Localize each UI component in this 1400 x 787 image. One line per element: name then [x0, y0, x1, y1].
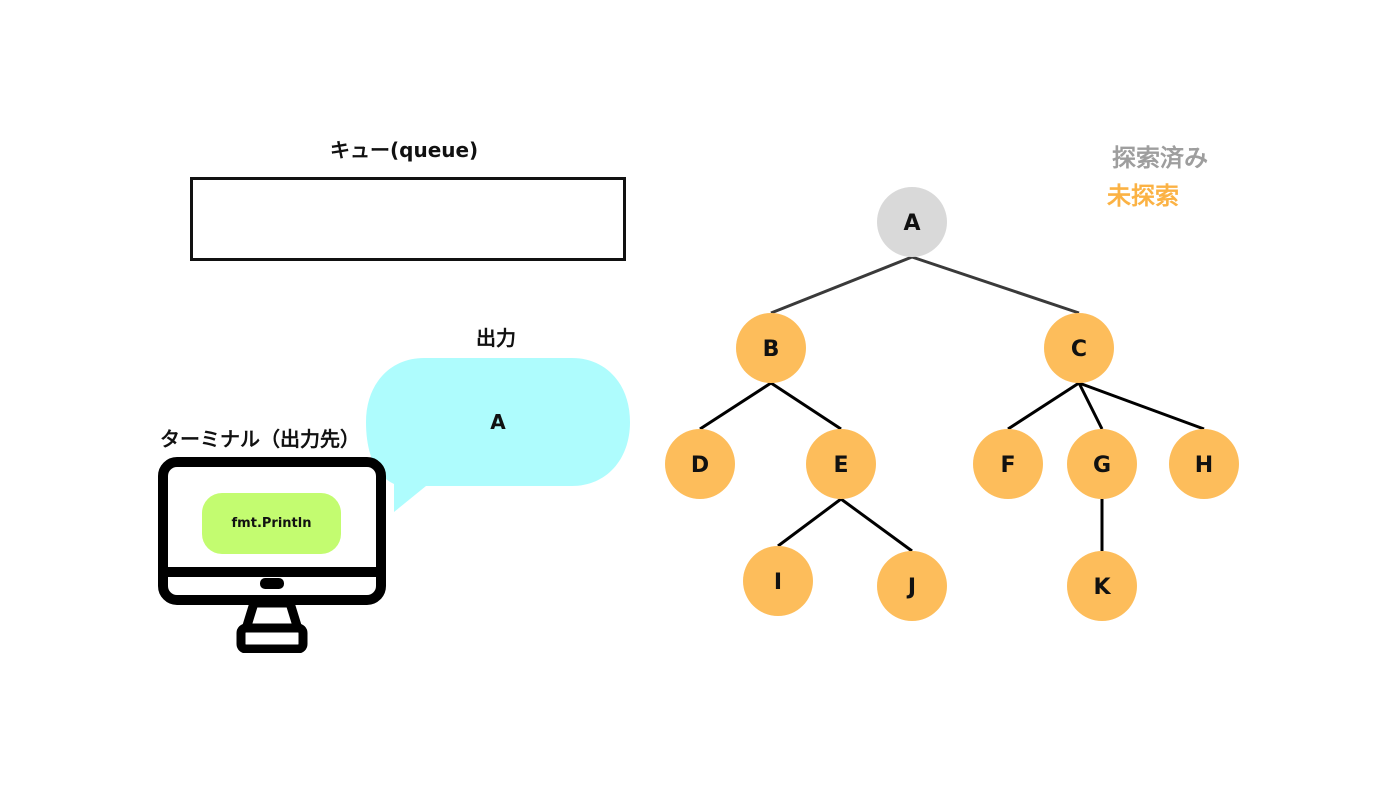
edge-B-E [770, 381, 842, 431]
tree-node-D: D [665, 429, 735, 499]
node-circle [806, 429, 876, 499]
node-circle [665, 429, 735, 499]
tree-node-C: C [1044, 313, 1114, 383]
node-label: J [906, 575, 916, 600]
edge-A-C [911, 255, 1080, 315]
output-value: A [490, 410, 506, 434]
node-label: I [774, 570, 782, 595]
tree-node-F: F [973, 429, 1043, 499]
tree-node-G: G [1067, 429, 1137, 499]
tree-node-I: I [743, 546, 813, 616]
node-circle [743, 546, 813, 616]
function-label: fmt.Println [202, 493, 341, 554]
speech-bubble [366, 358, 630, 512]
node-circle [973, 429, 1043, 499]
edge-A-B [770, 255, 913, 315]
edge-C-H [1078, 381, 1205, 431]
node-circle [1067, 551, 1137, 621]
tree-node-K: K [1067, 551, 1137, 621]
node-label: H [1195, 453, 1213, 478]
node-label: B [763, 337, 780, 362]
queue-title: キュー(queue) [330, 138, 479, 162]
node-label: C [1071, 337, 1087, 362]
edge-E-J [840, 497, 913, 553]
edge-C-F [1007, 381, 1080, 431]
node-circle [1067, 429, 1137, 499]
node-circle [877, 187, 947, 257]
legend-visited: 探索済み [1112, 144, 1208, 172]
edge-B-D [699, 381, 772, 431]
node-label: F [1000, 453, 1015, 478]
node-label: E [833, 453, 848, 478]
edge-E-I [777, 497, 842, 548]
legend-unvisited: 未探索 [1107, 182, 1179, 210]
node-label: D [691, 453, 709, 478]
tree-node-H: H [1169, 429, 1239, 499]
node-circle [877, 551, 947, 621]
node-label: K [1093, 575, 1111, 600]
tree-node-J: J [877, 551, 947, 621]
node-circle [1169, 429, 1239, 499]
output-title: 出力 [476, 326, 516, 350]
tree-node-B: B [736, 313, 806, 383]
tree-node-A: A [877, 187, 947, 257]
node-label: G [1093, 453, 1111, 478]
node-circle [1044, 313, 1114, 383]
tree-node-E: E [806, 429, 876, 499]
queue-box [190, 177, 626, 261]
node-circle [736, 313, 806, 383]
terminal-title: ターミナル（出力先） [160, 427, 360, 451]
node-label: A [903, 211, 920, 236]
edge-C-G [1077, 382, 1104, 430]
